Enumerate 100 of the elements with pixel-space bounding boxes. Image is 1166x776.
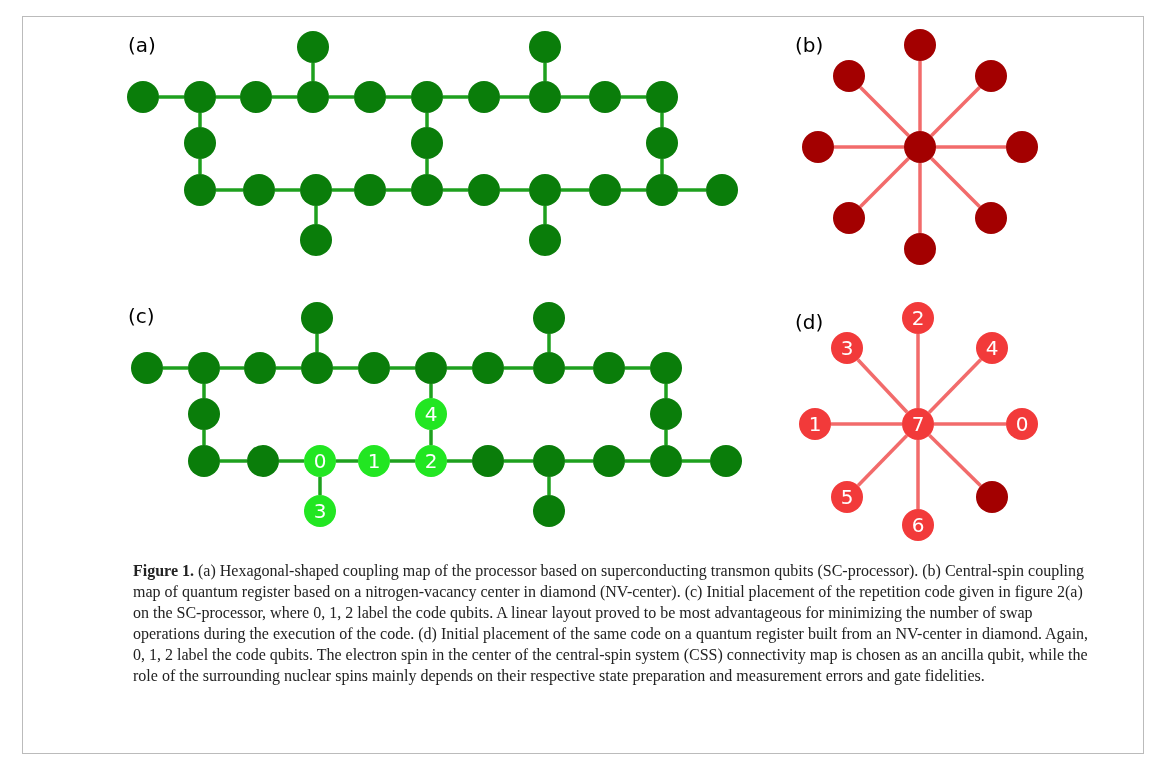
coupling-line [276,366,301,370]
qubit-node [468,81,500,113]
coupling-line [202,384,206,398]
coupling-line [565,366,593,370]
coupling-line [936,145,1006,149]
coupling-line [429,384,433,398]
coupling-line [332,188,354,192]
qubit-node [976,481,1008,513]
coupling-line [678,188,706,192]
qubit-node: 4 [976,332,1008,364]
coupling-line [390,459,415,463]
figure-caption: Figure 1. (a) Hexagonal-shaped coupling map of the processor based on superconducting transmon qubits (SC-processor). (b) Central-spin coupling map of quantum register based on a nitrogen-vacancy center in diamond (NV-center). (c) Initial placement of the repetition code given in figure 2(a) on the SC-processor, where 0, 1, 2 label the code qubits. A linear layout proved to be most advantageous for minimizing the number of swap operations during the execution of the code. (d) Initial placement of the same code on a quantum register built from an NV-center in diamond. Again, 0, 1, 2 label the code qubits. The electron spin in the center of the central-spin system (CSS) connectivity map is chosen as an ancilla qubit, while the role of the surrounding nuclear spins mainly depends on their respective state preparation and measurement errors and gate fidelities. [133,561,1090,686]
panel-label: (d) [795,310,824,334]
qubit-node [243,174,275,206]
coupling-line [660,113,664,127]
coupling-line [429,430,433,445]
coupling-line [859,86,910,137]
coupling-line [198,113,202,127]
panel-label: (b) [795,33,824,57]
coupling-line [930,86,981,137]
qubit-node [650,445,682,477]
coupling-line [664,430,668,445]
qubit-node: 1 [358,445,390,477]
coupling-line [918,61,922,131]
qubit-node [354,174,386,206]
qubit-node [472,352,504,384]
coupling-line [443,95,468,99]
coupling-line [314,206,318,224]
qubit-node [975,202,1007,234]
qubit-node [646,81,678,113]
qubit-node [301,352,333,384]
coupling-line [621,188,646,192]
coupling-line [329,95,354,99]
qubit-node: 2 [902,302,934,334]
coupling-line [625,366,650,370]
coupling-line [934,422,1006,426]
coupling-line [547,334,551,352]
coupling-line [856,358,909,414]
qubit-node: 6 [902,509,934,541]
coupling-line [565,459,593,463]
coupling-line [425,113,429,127]
coupling-line [315,334,319,352]
coupling-line [621,95,646,99]
coupling-line [333,366,358,370]
coupling-line [928,434,982,487]
coupling-line [916,334,920,408]
coupling-line [500,95,529,99]
coupling-line [547,477,551,495]
qubit-node [131,352,163,384]
qubit-node [244,352,276,384]
qubit-node: 0 [1006,408,1038,440]
qubit-node [593,445,625,477]
qubit-node: 4 [415,398,447,430]
qubit-node [904,29,936,61]
coupling-line [279,459,304,463]
coupling-line [447,366,472,370]
qubit-node [297,81,329,113]
qubit-node [240,81,272,113]
coupling-line [561,95,589,99]
coupling-line [831,422,902,426]
qubit-node [646,174,678,206]
qubit-node [358,352,390,384]
qubit-node: 5 [831,481,863,513]
coupling-line [664,384,668,398]
qubit-node [415,352,447,384]
qubit-node: 0 [304,445,336,477]
qubit-node [904,233,936,265]
coupling-line [543,206,547,224]
coupling-line [220,459,247,463]
qubit-node [533,495,565,527]
qubit-node [593,352,625,384]
qubit-node [533,445,565,477]
coupling-line [927,358,983,414]
qubit-node [184,127,216,159]
coupling-line [202,430,206,445]
qubit-node: 3 [304,495,336,527]
qubit-node [184,174,216,206]
qubit-node [975,60,1007,92]
coupling-line [660,159,664,174]
coupling-line [275,188,300,192]
qubit-node [833,60,865,92]
coupling-line [918,163,922,233]
qubit-node: 1 [799,408,831,440]
qubit-node [589,81,621,113]
qubit-node [533,302,565,334]
qubit-node [184,81,216,113]
qubit-node [411,81,443,113]
coupling-line [386,188,411,192]
qubit-node [188,445,220,477]
qubit-node [300,224,332,256]
coupling-line [386,95,411,99]
coupling-line [425,159,429,174]
panel-label: (a) [128,33,156,57]
coupling-line [336,459,358,463]
coupling-line [159,95,184,99]
coupling-line [443,188,468,192]
qubit-node [650,398,682,430]
qubit-node [904,131,936,163]
coupling-line [390,366,415,370]
qubit-node [247,445,279,477]
